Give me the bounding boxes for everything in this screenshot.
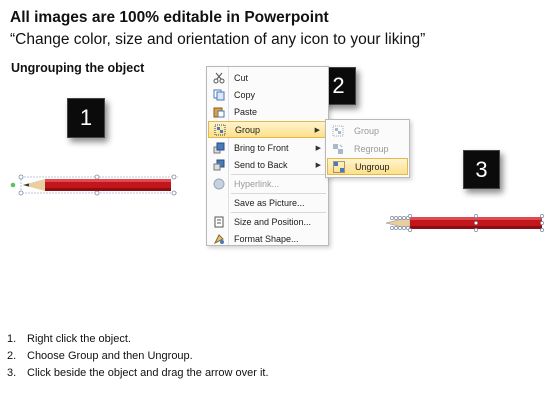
group-icon <box>330 124 346 138</box>
submenu-item-label: Regroup <box>354 143 389 154</box>
menu-item-hyperlink[interactable]: Hyperlink... <box>208 175 327 192</box>
context-menu: Cut Copy Paste Group ▶ Bring to Front ▶ … <box>206 66 329 246</box>
step-number: 1. <box>7 332 17 345</box>
step-number: 3. <box>7 366 17 379</box>
menu-item-send-to-back[interactable]: Send to Back ▶ <box>208 156 327 173</box>
pencil-selected[interactable] <box>8 172 178 198</box>
submenu-item-group[interactable]: Group <box>327 122 408 139</box>
menu-item-save-as-picture[interactable]: Save as Picture... <box>208 194 327 211</box>
list-item: 1. Right click the object. <box>7 330 269 347</box>
ungroup-icon <box>331 160 347 174</box>
submenu-arrow-icon: ▶ <box>315 144 321 152</box>
page-title: All images are 100% editable in Powerpoi… <box>10 9 329 26</box>
step-badge-3-label: 3 <box>475 156 488 182</box>
menu-item-label: Send to Back <box>234 159 288 170</box>
instructions-list: 1. Right click the object. 2. Choose Gro… <box>7 330 269 381</box>
menu-item-group[interactable]: Group ▶ <box>208 121 327 138</box>
menu-divider <box>231 193 326 194</box>
step-badge-3: 3 <box>463 150 500 189</box>
menu-item-label: Group <box>235 124 261 135</box>
format-shape-icon <box>211 232 227 246</box>
menu-item-label: Paste <box>234 106 258 117</box>
step-badge-1: 1 <box>67 98 105 138</box>
step-badge-1-label: 1 <box>79 105 93 130</box>
step-number: 2. <box>7 349 17 362</box>
submenu-arrow-icon: ▶ <box>315 161 321 169</box>
list-item: 3. Click beside the object and drag the … <box>7 364 269 381</box>
menu-item-label: Cut <box>234 72 249 83</box>
submenu-arrow-icon: ▶ <box>314 126 320 134</box>
send-to-back-icon <box>211 158 227 172</box>
regroup-icon <box>330 142 346 156</box>
menu-item-label: Format Shape... <box>234 233 299 244</box>
menu-item-format-shape[interactable]: Format Shape... <box>208 230 327 247</box>
copy-icon <box>211 88 227 102</box>
section-title: Ungrouping the object <box>11 61 145 75</box>
menu-item-label: Copy <box>234 89 256 100</box>
size-position-icon <box>211 215 227 229</box>
step-text: Right click the object. <box>27 332 131 345</box>
list-item: 2. Choose Group and then Ungroup. <box>7 347 269 364</box>
menu-item-size-and-position[interactable]: Size and Position... <box>208 213 327 230</box>
submenu-item-regroup[interactable]: Regroup <box>327 140 408 157</box>
menu-item-cut[interactable]: Cut <box>208 69 327 86</box>
menu-item-label: Size and Position... <box>234 216 312 227</box>
submenu-item-ungroup[interactable]: Ungroup <box>327 158 408 175</box>
menu-divider <box>231 212 326 213</box>
submenu-item-label: Group <box>354 125 380 136</box>
group-icon <box>212 123 228 137</box>
menu-item-paste[interactable]: Paste <box>208 103 327 120</box>
scissors-icon <box>211 71 227 85</box>
step-text: Choose Group and then Ungroup. <box>27 349 193 362</box>
menu-item-label: Bring to Front <box>234 142 289 153</box>
hyperlink-icon <box>211 177 227 191</box>
step-badge-2-label: 2 <box>332 73 345 98</box>
menu-item-copy[interactable]: Copy <box>208 86 327 103</box>
group-submenu: Group Regroup Ungroup <box>325 119 410 178</box>
paste-icon <box>211 105 227 119</box>
menu-divider <box>231 174 326 175</box>
bring-to-front-icon <box>211 141 227 155</box>
menu-item-bring-to-front[interactable]: Bring to Front ▶ <box>208 139 327 156</box>
page-subtitle: “Change color, size and orientation of a… <box>10 31 426 48</box>
menu-item-label: Hyperlink... <box>234 178 280 189</box>
pencil-ungrouped[interactable] <box>380 210 548 236</box>
menu-item-label: Save as Picture... <box>234 197 305 208</box>
step-text: Click beside the object and drag the arr… <box>27 366 269 379</box>
submenu-item-label: Ungroup <box>355 161 390 172</box>
